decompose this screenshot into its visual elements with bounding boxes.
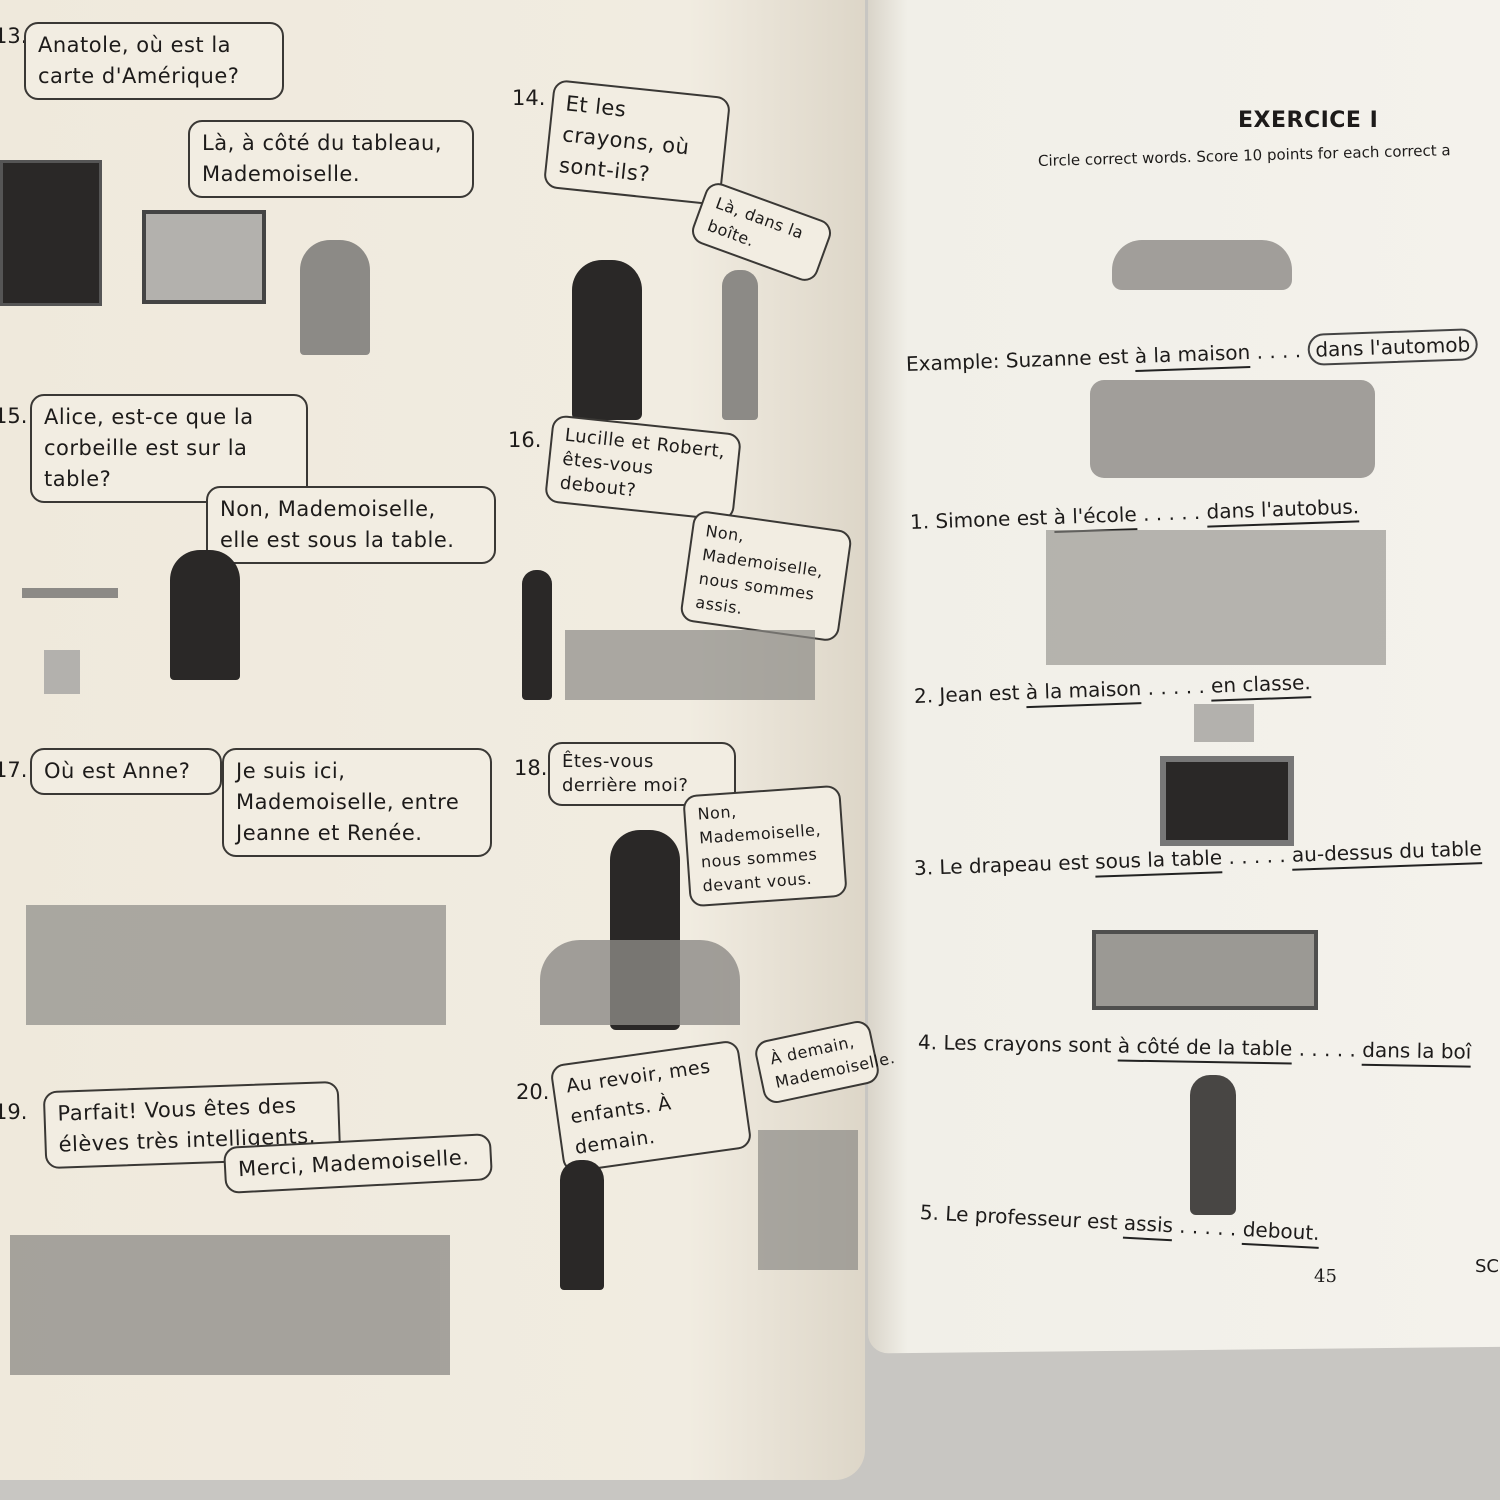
students-at-desks-illustration <box>565 630 815 700</box>
speech-bubble: Non, Mademoiselle, nous sommes devant vo… <box>682 784 848 908</box>
panel-number: 18. <box>514 756 548 780</box>
wastebasket-illustration <box>44 650 80 694</box>
blackboard-illustration <box>0 160 102 306</box>
dots: . . . . . <box>1178 1213 1238 1241</box>
sentence-prefix: Simone est <box>935 505 1048 534</box>
dots: . . . . . <box>1147 673 1206 700</box>
bus-illustration <box>1090 380 1375 478</box>
panel-number: 17. <box>0 758 28 782</box>
panel-number: 19. <box>0 1100 28 1124</box>
teacher-illustration <box>572 260 642 420</box>
answer-option[interactable]: sous la table <box>1094 845 1223 878</box>
girl-illustration <box>170 550 240 680</box>
answer-option[interactable]: en classe. <box>1210 670 1312 702</box>
flag-illustration <box>1194 704 1254 742</box>
corner-text: SC <box>1475 1256 1499 1277</box>
page-number: 45 <box>1314 1266 1337 1287</box>
speech-bubble: Là, à côté du tableau, Mademoiselle. <box>188 120 474 198</box>
speech-bubble: Et les crayons, où sont-ils? <box>542 78 732 207</box>
students-at-desks-illustration <box>10 1235 450 1375</box>
answer-option-circled[interactable]: dans l'automob <box>1306 328 1479 366</box>
item-number: 4. <box>917 1030 938 1055</box>
panel-number: 16. <box>508 428 542 452</box>
teacher-illustration <box>560 1160 604 1290</box>
answer-option[interactable]: à côté de la table <box>1117 1033 1293 1065</box>
children-waving-illustration <box>758 1130 858 1270</box>
map-illustration <box>142 210 266 304</box>
answer-option[interactable]: à l'école <box>1053 502 1138 533</box>
students-at-desks-illustration <box>26 905 446 1025</box>
speech-bubble: Je suis ici, Mademoiselle, entre Jeanne … <box>222 748 492 857</box>
students-illustration <box>540 940 740 1025</box>
dots: . . . . . <box>1142 499 1201 526</box>
answer-option[interactable]: dans la boî <box>1361 1037 1472 1068</box>
speech-bubble: Non, Mademoiselle, elle est sous la tabl… <box>206 486 496 564</box>
answer-option[interactable]: dans l'autobus. <box>1206 494 1360 528</box>
item-number: 3. <box>913 855 934 880</box>
seated-teacher-illustration <box>1190 1075 1236 1215</box>
answer-option[interactable]: à la maison <box>1025 676 1142 709</box>
answer-option[interactable]: debout. <box>1242 1216 1321 1249</box>
dots: . . . . . <box>1298 1036 1357 1062</box>
boy-illustration <box>722 270 758 420</box>
item-number: 2. <box>913 683 934 708</box>
blackboard-illustration <box>1160 756 1294 846</box>
speech-bubble: Êtes-vous derrière moi? <box>548 742 736 806</box>
students-at-desks-illustration <box>1046 530 1386 665</box>
item-number: 1. <box>909 509 930 534</box>
speech-bubble: Où est Anne? <box>30 748 222 795</box>
speech-bubble: Alice, est-ce que la corbeille est sur l… <box>30 394 308 503</box>
pencil-box-illustration <box>1092 930 1318 1010</box>
exercise-title: EXERCICE I <box>1238 108 1379 133</box>
panel-number: 15. <box>0 404 28 428</box>
sentence-prefix: Les crayons sont <box>943 1030 1112 1058</box>
dots: . . . . . <box>1227 843 1287 870</box>
answer-option[interactable]: assis <box>1123 1210 1174 1242</box>
boy-illustration <box>300 240 370 355</box>
panel-number: 13. <box>0 24 28 48</box>
panel-number: 14. <box>512 86 546 110</box>
teacher-illustration <box>522 570 552 700</box>
dots: . . . . <box>1256 338 1302 364</box>
table-illustration <box>22 588 118 598</box>
sentence-prefix: Jean est <box>939 680 1020 708</box>
panel-number: 20. <box>516 1080 550 1104</box>
speech-bubble: Anatole, où est la carte d'Amérique? <box>24 22 284 100</box>
answer-option[interactable]: à la maison <box>1134 339 1251 373</box>
item-number: 5. <box>919 1200 940 1225</box>
speech-bubble: Non, Mademoiselle, nous sommes assis. <box>678 509 854 643</box>
car-illustration <box>1112 240 1292 290</box>
